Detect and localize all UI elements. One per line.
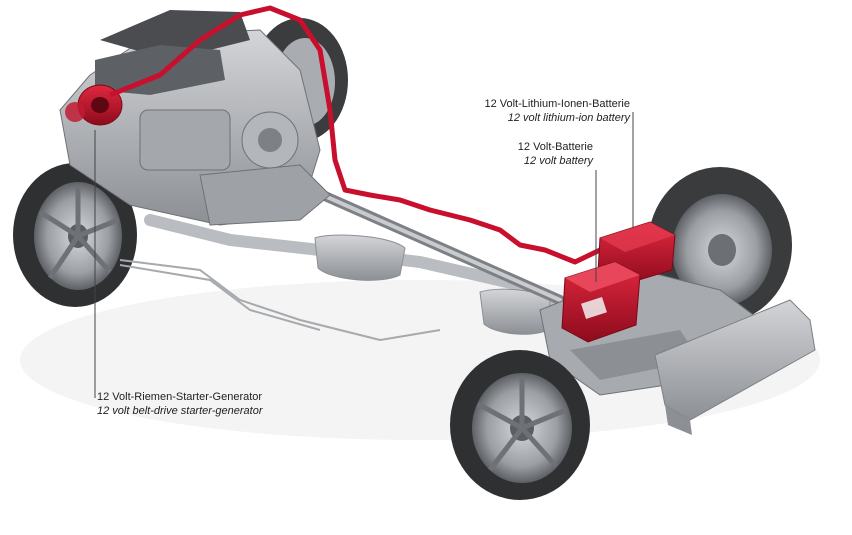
label-starter-generator: 12 Volt-Riemen-Starter-Generator 12 volt… [97,390,263,418]
power-cable [109,5,602,265]
leader-lines [94,112,634,398]
label-lithium-ion-battery: 12 Volt-Lithium-Ionen-Batterie 12 volt l… [430,97,630,125]
front-left-wheel [13,163,137,307]
label-battery-de: 12 Volt-Batterie [517,141,593,153]
transmission [199,164,331,226]
brake-lines [119,259,441,342]
label-starter-generator-en: 12 volt belt-drive starter-generator [97,405,263,417]
label-starter-generator-de: 12 Volt-Riemen-Starter-Generator [97,391,263,403]
rear-silencer [654,299,816,435]
label-battery-en: 12 volt battery [523,155,593,167]
label-battery: 12 Volt-Batterie 12 volt battery [430,140,593,168]
driveshaft [295,180,565,305]
lead-battery [561,261,641,343]
rear-left-wheel [450,350,590,500]
label-lithium-ion-battery-de: 12 Volt-Lithium-Ionen-Batterie [484,98,630,110]
exhaust-system [144,214,566,335]
label-lithium-ion-battery-en: 12 volt lithium-ion battery [507,112,630,124]
